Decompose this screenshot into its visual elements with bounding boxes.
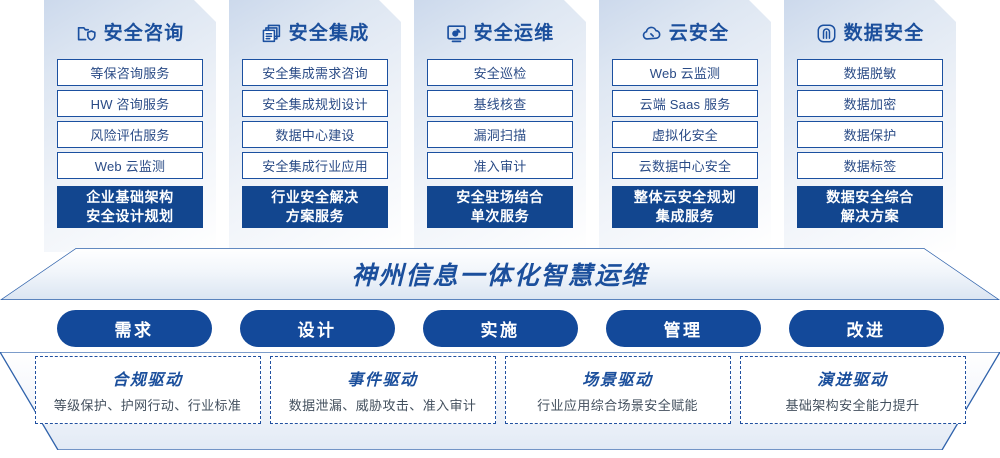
column-header: 安全运维 (446, 18, 555, 48)
column-items: 数据脱敏 数据加密 数据保护 数据标签 数据安全综合 解决方案 (797, 59, 943, 228)
column-title: 数据安全 (843, 22, 925, 44)
column-highlight-item[interactable]: 行业安全解决 方案服务 (242, 186, 388, 228)
driver-list: 合规驱动 等级保护、护网行动、行业标准 事件驱动 数据泄漏、威胁攻击、准入审计 … (0, 356, 1000, 442)
service-item[interactable]: 数据标签 (797, 152, 943, 179)
service-item[interactable]: 数据中心建设 (242, 121, 388, 148)
service-item[interactable]: 等保咨询服务 (57, 59, 203, 86)
banner-shape (0, 248, 1000, 300)
service-columns: 安全咨询 等保咨询服务 HW 咨询服务 风险评估服务 Web 云监测 企业基础架… (0, 0, 1000, 252)
service-column-data-security[interactable]: 数据安全 数据脱敏 数据加密 数据保护 数据标签 数据安全综合 解决方案 (784, 0, 956, 252)
service-item[interactable]: 安全巡检 (427, 59, 573, 86)
driver-description: 等级保护、护网行动、行业标准 (53, 398, 242, 413)
column-title: 安全集成 (288, 22, 370, 44)
service-item[interactable]: 数据保护 (797, 121, 943, 148)
column-header: 云安全 (641, 18, 730, 48)
highlight-line: 方案服务 (285, 208, 345, 224)
cloud-icon (641, 23, 662, 44)
column-header: 数据安全 (816, 18, 925, 48)
service-item[interactable]: 安全集成行业应用 (242, 152, 388, 179)
service-item[interactable]: Web 云监测 (57, 152, 203, 179)
driver-card-evolution[interactable]: 演进驱动 基础架构安全能力提升 (739, 356, 966, 424)
column-items: 安全集成需求咨询 安全集成规划设计 数据中心建设 安全集成行业应用 行业安全解决… (242, 59, 388, 228)
service-item[interactable]: 安全集成规划设计 (242, 90, 388, 117)
column-highlight-item[interactable]: 数据安全综合 解决方案 (797, 186, 943, 228)
highlight-line: 行业安全解决 (271, 189, 359, 205)
service-item[interactable]: HW 咨询服务 (57, 90, 203, 117)
driver-description: 行业应用综合场景安全赋能 (537, 398, 698, 413)
highlight-line: 数据安全综合 (826, 189, 914, 205)
column-header: 安全集成 (261, 18, 370, 48)
stage-pill-improvement[interactable]: 改进 (788, 310, 944, 347)
driver-description: 数据泄漏、威胁攻击、准入审计 (288, 398, 477, 413)
banner-title: 神州信息一体化智慧运维 (351, 262, 649, 290)
service-column-security-integration[interactable]: 安全集成 安全集成需求咨询 安全集成规划设计 数据中心建设 安全集成行业应用 行… (229, 0, 401, 252)
service-item[interactable]: 数据脱敏 (797, 59, 943, 86)
column-items: 等保咨询服务 HW 咨询服务 风险评估服务 Web 云监测 企业基础架构 安全设… (57, 59, 203, 228)
column-title: 云安全 (668, 22, 730, 44)
stage-pill-management[interactable]: 管理 (605, 310, 761, 347)
platform-banner: 神州信息一体化智慧运维 (0, 248, 1000, 300)
highlight-line: 企业基础架构 (86, 189, 174, 205)
column-items: 安全巡检 基线核查 漏洞扫描 准入审计 安全驻场结合 单次服务 (427, 59, 573, 228)
driver-title: 合规驱动 (112, 372, 183, 389)
highlight-line: 安全设计规划 (86, 208, 174, 224)
column-title: 安全运维 (473, 22, 555, 44)
service-column-security-consulting[interactable]: 安全咨询 等保咨询服务 HW 咨询服务 风险评估服务 Web 云监测 企业基础架… (44, 0, 216, 252)
driver-title: 事件驱动 (347, 372, 418, 389)
highlight-line: 单次服务 (470, 208, 530, 224)
fingerprint-icon (816, 23, 837, 44)
service-item[interactable]: 基线核查 (427, 90, 573, 117)
highlight-line: 整体云安全规划 (633, 189, 737, 205)
driver-card-incident[interactable]: 事件驱动 数据泄漏、威胁攻击、准入审计 (269, 356, 496, 424)
service-column-security-operations[interactable]: 安全运维 安全巡检 基线核查 漏洞扫描 准入审计 安全驻场结合 单次服务 (414, 0, 586, 252)
service-item[interactable]: Web 云监测 (612, 59, 758, 86)
service-item[interactable]: 云端 Saas 服务 (612, 90, 758, 117)
column-items: Web 云监测 云端 Saas 服务 虚拟化安全 云数据中心安全 整体云安全规划… (612, 59, 758, 228)
lifecycle-stages: 需求 设计 实施 管理 改进 (0, 310, 1000, 348)
column-highlight-item[interactable]: 整体云安全规划 集成服务 (612, 186, 758, 228)
service-column-cloud-security[interactable]: 云安全 Web 云监测 云端 Saas 服务 虚拟化安全 云数据中心安全 整体云… (599, 0, 771, 252)
stage-pill-requirement[interactable]: 需求 (56, 310, 212, 347)
service-item[interactable]: 安全集成需求咨询 (242, 59, 388, 86)
stacked-documents-icon (261, 23, 282, 44)
highlight-line: 解决方案 (840, 208, 900, 224)
highlight-line: 集成服务 (655, 208, 715, 224)
stage-pill-design[interactable]: 设计 (239, 310, 395, 347)
driver-title: 演进驱动 (817, 372, 888, 389)
driver-card-compliance[interactable]: 合规驱动 等级保护、护网行动、行业标准 (34, 356, 261, 424)
stage-pill-implementation[interactable]: 实施 (422, 310, 578, 347)
driver-card-scenario[interactable]: 场景驱动 行业应用综合场景安全赋能 (504, 356, 731, 424)
column-title: 安全咨询 (103, 22, 185, 44)
drivers-base: 合规驱动 等级保护、护网行动、行业标准 事件驱动 数据泄漏、威胁攻击、准入审计 … (0, 352, 1000, 450)
service-item[interactable]: 准入审计 (427, 152, 573, 179)
highlight-line: 安全驻场结合 (456, 189, 544, 205)
column-highlight-item[interactable]: 企业基础架构 安全设计规划 (57, 186, 203, 228)
service-item[interactable]: 风险评估服务 (57, 121, 203, 148)
service-item[interactable]: 云数据中心安全 (612, 152, 758, 179)
monitor-chart-icon (446, 23, 467, 44)
column-highlight-item[interactable]: 安全驻场结合 单次服务 (427, 186, 573, 228)
service-item[interactable]: 虚拟化安全 (612, 121, 758, 148)
folder-shield-icon (76, 23, 97, 44)
service-item[interactable]: 数据加密 (797, 90, 943, 117)
driver-title: 场景驱动 (582, 372, 653, 389)
service-item[interactable]: 漏洞扫描 (427, 121, 573, 148)
column-header: 安全咨询 (76, 18, 185, 48)
driver-description: 基础架构安全能力提升 (785, 398, 920, 413)
